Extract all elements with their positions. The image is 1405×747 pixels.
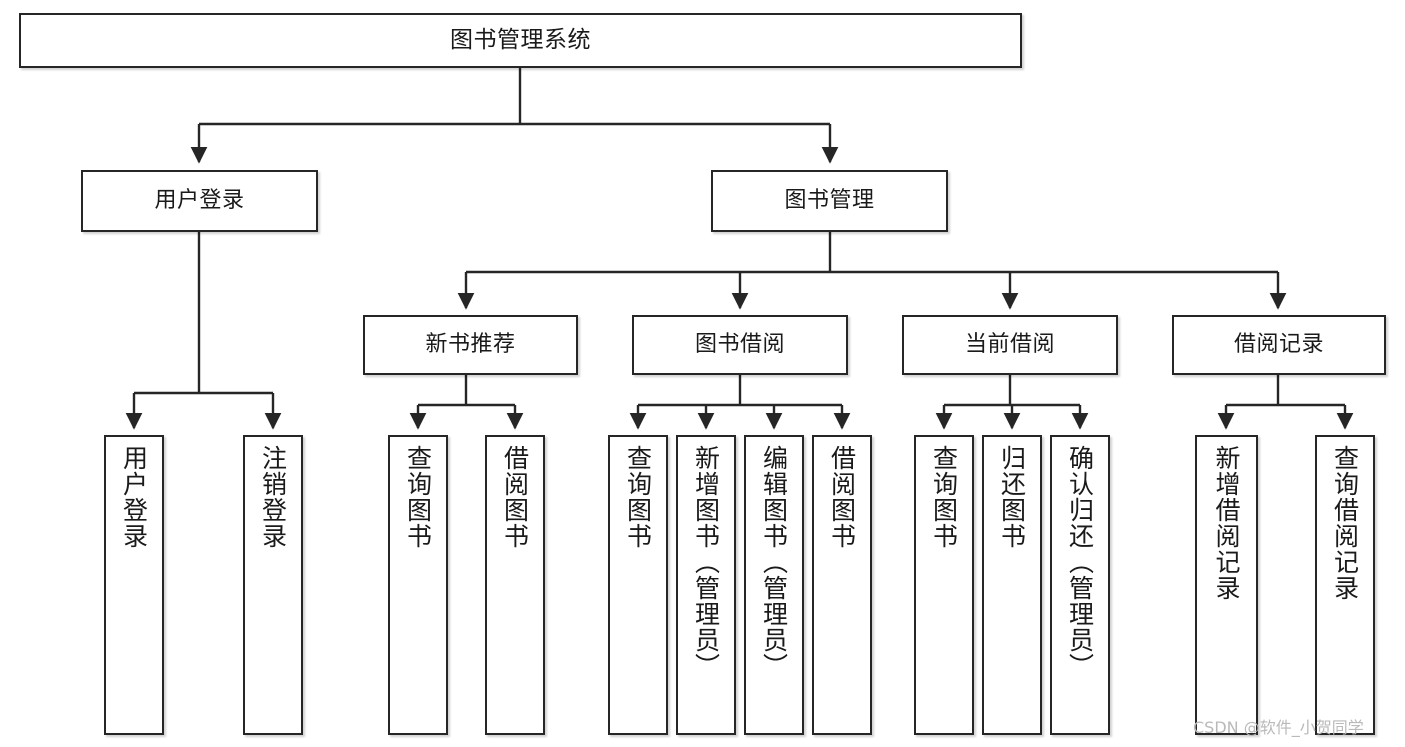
- node-leaf-query-book-cur-label: 查询图书: [929, 445, 959, 549]
- node-leaf-borrow-book-rec-label: 借阅图书: [500, 445, 530, 549]
- node-leaf-edit-book-label: 编辑图书（管理员）: [759, 445, 789, 679]
- node-new-book-rec-label: 新书推荐: [425, 332, 516, 358]
- node-leaf-query-record[interactable]: 查询借阅记录: [1315, 435, 1375, 735]
- node-leaf-query-book-cur[interactable]: 查询图书: [914, 435, 974, 735]
- node-leaf-user-login-label: 用户登录: [119, 445, 149, 549]
- node-borrow-record-label: 借阅记录: [1233, 332, 1324, 358]
- node-leaf-confirm-return-label: 确认归还（管理员）: [1065, 445, 1095, 679]
- node-leaf-add-record-label: 新增借阅记录: [1212, 445, 1241, 601]
- node-leaf-query-book-rec[interactable]: 查询图书: [388, 435, 448, 735]
- node-leaf-user-logout-label: 注销登录: [258, 445, 288, 549]
- node-new-book-rec[interactable]: 新书推荐: [363, 315, 578, 375]
- node-leaf-user-logout[interactable]: 注销登录: [243, 435, 303, 735]
- node-leaf-confirm-return[interactable]: 确认归还（管理员）: [1050, 435, 1110, 735]
- node-leaf-borrow-book-rec[interactable]: 借阅图书: [485, 435, 545, 735]
- node-leaf-add-record[interactable]: 新增借阅记录: [1195, 435, 1258, 735]
- node-current-borrow[interactable]: 当前借阅: [902, 315, 1118, 375]
- node-leaf-borrow-book[interactable]: 借阅图书: [812, 435, 872, 735]
- node-book-borrow-label: 图书借阅: [694, 332, 785, 358]
- node-leaf-query-book-borrow[interactable]: 查询图书: [608, 435, 668, 735]
- node-leaf-return-book-label: 归还图书: [997, 445, 1027, 549]
- node-leaf-return-book[interactable]: 归还图书: [982, 435, 1042, 735]
- node-leaf-query-book-borrow-label: 查询图书: [623, 445, 653, 549]
- node-current-borrow-label: 当前借阅: [964, 332, 1055, 358]
- node-leaf-add-book[interactable]: 新增图书（管理员）: [676, 435, 736, 735]
- node-leaf-user-login[interactable]: 用户登录: [104, 435, 164, 735]
- node-borrow-record[interactable]: 借阅记录: [1172, 315, 1386, 375]
- node-user-login-label: 用户登录: [154, 188, 245, 214]
- node-leaf-edit-book[interactable]: 编辑图书（管理员）: [744, 435, 804, 735]
- node-user-login[interactable]: 用户登录: [81, 170, 318, 232]
- node-root[interactable]: 图书管理系统: [19, 13, 1022, 68]
- csdn-watermark: CSDN @软件_小贺同学: [1193, 718, 1364, 737]
- node-root-label: 图书管理系统: [450, 26, 591, 53]
- node-leaf-add-book-label: 新增图书（管理员）: [691, 445, 721, 679]
- node-book-borrow[interactable]: 图书借阅: [632, 315, 848, 375]
- node-leaf-query-record-label: 查询借阅记录: [1330, 445, 1360, 601]
- node-leaf-query-book-rec-label: 查询图书: [403, 445, 433, 549]
- node-book-manage[interactable]: 图书管理: [711, 170, 948, 232]
- node-book-manage-label: 图书管理: [784, 188, 875, 214]
- node-leaf-borrow-book-label: 借阅图书: [827, 445, 857, 549]
